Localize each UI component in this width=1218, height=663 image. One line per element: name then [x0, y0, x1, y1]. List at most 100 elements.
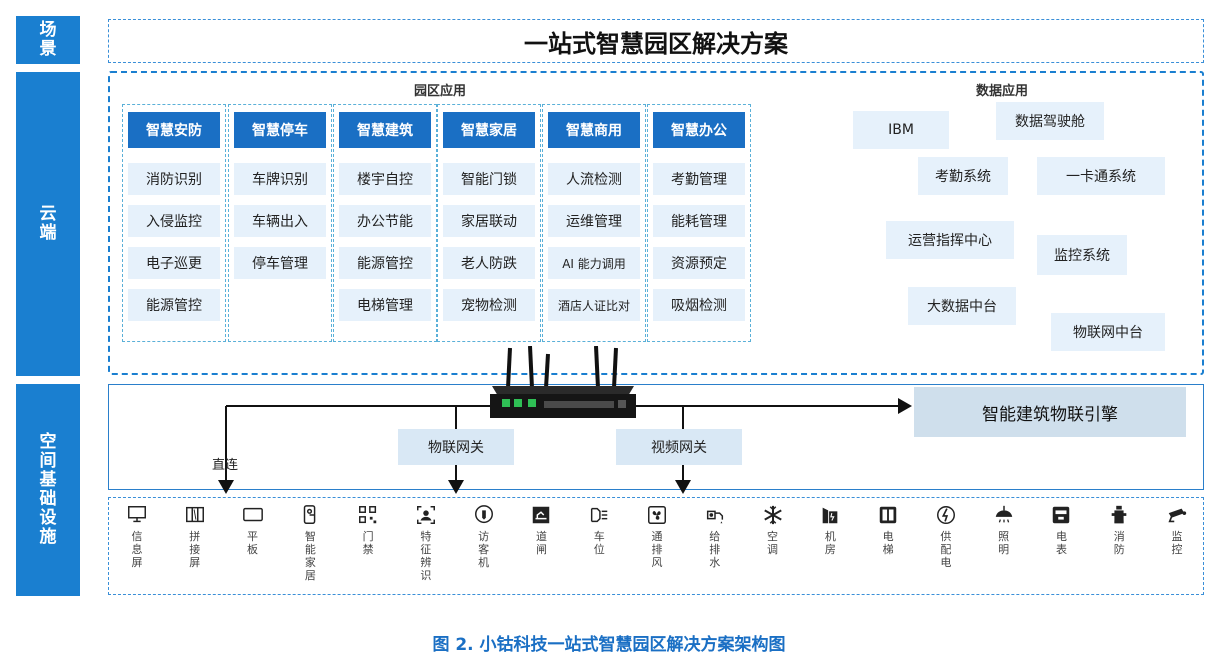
app-item: 车辆出入 — [234, 205, 326, 237]
app-item: 运维管理 — [548, 205, 640, 237]
device-item: 消防 — [1102, 504, 1136, 556]
app-item: 考勤管理 — [653, 163, 745, 195]
app-column-2 — [228, 104, 332, 342]
data-app-item: 大数据中台 — [908, 287, 1016, 325]
device-label: 道闸 — [535, 530, 547, 556]
power-supply-icon — [934, 504, 958, 526]
iot-gateway-box: 物联网关 — [398, 429, 514, 465]
fan-icon — [645, 504, 669, 526]
device-item: 监控 — [1160, 504, 1194, 556]
video-gateway-box: 视频网关 — [616, 429, 742, 465]
device-item: 供配电 — [929, 504, 963, 569]
monitor-icon — [125, 504, 149, 526]
device-label: 电梯 — [882, 530, 894, 556]
cloud-frame — [108, 71, 1204, 375]
app-item: 车牌识别 — [234, 163, 326, 195]
data-app-item: 运营指挥中心 — [886, 221, 1014, 259]
smart-lock-icon — [298, 504, 322, 526]
app-item: AI 能力调用 — [548, 247, 640, 279]
device-item: 给排水 — [698, 504, 732, 569]
data-app-item: 数据驾驶舱 — [996, 102, 1104, 140]
device-label: 监控 — [1171, 530, 1183, 556]
device-label: 给排水 — [709, 530, 721, 569]
device-label: 门禁 — [362, 530, 374, 556]
app-item: 消防识别 — [128, 163, 220, 195]
app-column-5 — [542, 104, 646, 342]
device-item: 机房 — [813, 504, 847, 556]
app-column-header: 智慧停车 — [234, 112, 326, 148]
main-title: 一站式智慧园区解决方案 — [108, 19, 1204, 63]
device-label: 通排风 — [651, 530, 663, 569]
parking-space-icon — [587, 504, 611, 526]
barrier-gate-icon — [529, 504, 553, 526]
data-app-item: IBM — [853, 111, 949, 149]
app-item: 能源管控 — [339, 247, 431, 279]
water-pipe-icon — [703, 504, 727, 526]
app-column-header: 智慧商用 — [548, 112, 640, 148]
app-item: 家居联动 — [443, 205, 535, 237]
fire-hydrant-icon — [1107, 504, 1131, 526]
device-label: 平板 — [247, 530, 259, 556]
face-recognition-icon — [414, 504, 438, 526]
app-column-header: 智慧安防 — [128, 112, 220, 148]
app-item: 电梯管理 — [339, 289, 431, 321]
cctv-camera-icon — [1165, 504, 1189, 526]
lamp-icon — [992, 504, 1016, 526]
iot-engine-box: 智能建筑物联引擎 — [914, 387, 1186, 437]
app-item: 办公节能 — [339, 205, 431, 237]
device-item: 道闸 — [524, 504, 558, 556]
device-label: 供配电 — [940, 530, 952, 569]
device-item: 平板 — [236, 504, 270, 556]
snowflake-icon — [761, 504, 785, 526]
edge-gateway-device-icon — [490, 346, 636, 418]
data-app-item: 物联网中台 — [1051, 313, 1165, 351]
app-item: 酒店人证比对 — [548, 289, 640, 321]
app-column-header: 智慧办公 — [653, 112, 745, 148]
app-column-1 — [122, 104, 226, 342]
device-label: 车位 — [593, 530, 605, 556]
device-item: 访客机 — [467, 504, 501, 569]
device-label: 特征辨识 — [420, 530, 432, 582]
figure-caption: 图 2. 小钴科技一站式智慧园区解决方案架构图 — [432, 635, 786, 655]
app-item: 电子巡更 — [128, 247, 220, 279]
direct-connect-label: 直连 — [212, 458, 239, 473]
device-label: 空调 — [767, 530, 779, 556]
device-item: 照明 — [987, 504, 1021, 556]
video-wall-icon — [183, 504, 207, 526]
data-app-item: 监控系统 — [1037, 235, 1127, 275]
app-item: 老人防跌 — [443, 247, 535, 279]
device-label: 机房 — [824, 530, 836, 556]
device-item: 信息屏 — [120, 504, 154, 569]
device-item: 空调 — [756, 504, 790, 556]
app-column-header: 智慧建筑 — [339, 112, 431, 148]
data-app-item: 考勤系统 — [918, 157, 1008, 195]
server-room-icon — [818, 504, 842, 526]
meter-icon — [1049, 504, 1073, 526]
device-label: 消防 — [1113, 530, 1125, 556]
app-item: 入侵监控 — [128, 205, 220, 237]
app-item: 智能门锁 — [443, 163, 535, 195]
device-label: 照明 — [998, 530, 1010, 556]
app-item: 楼宇自控 — [339, 163, 431, 195]
device-item: 门禁 — [351, 504, 385, 556]
app-column-4 — [437, 104, 541, 342]
device-label: 信息屏 — [131, 530, 143, 569]
device-item: 拼接屏 — [178, 504, 212, 569]
device-label: 拼接屏 — [189, 530, 201, 569]
device-frame — [108, 497, 1204, 595]
elevator-icon — [876, 504, 900, 526]
infra-frame — [108, 384, 1204, 490]
device-item: 特征辨识 — [409, 504, 443, 582]
side-label-infra: 空间基础设施 — [16, 384, 80, 596]
device-item: 车位 — [582, 504, 616, 556]
tablet-icon — [241, 504, 265, 526]
app-item: 人流检测 — [548, 163, 640, 195]
app-item: 能源管控 — [128, 289, 220, 321]
app-column-3 — [333, 104, 437, 342]
side-label-scene: 场景 — [16, 16, 80, 64]
app-item: 宠物检测 — [443, 289, 535, 321]
visitor-terminal-icon — [472, 504, 496, 526]
data-app-item: 一卡通系统 — [1037, 157, 1165, 195]
device-item: 电表 — [1044, 504, 1078, 556]
device-item: 电梯 — [871, 504, 905, 556]
